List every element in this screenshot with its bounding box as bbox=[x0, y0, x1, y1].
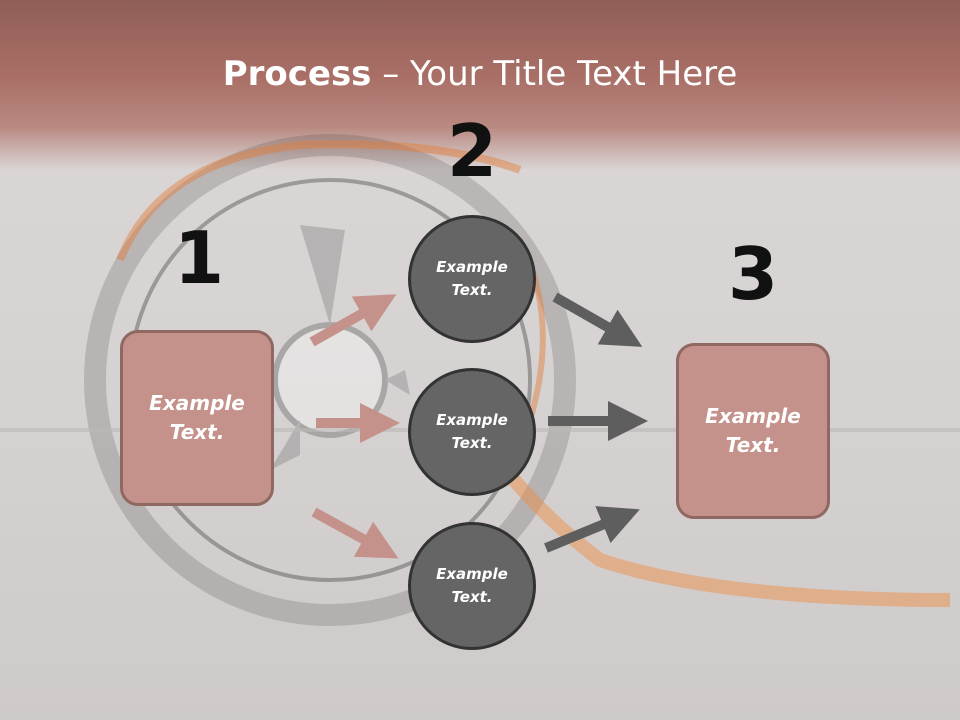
step-number-3: 3 bbox=[727, 232, 779, 316]
step-3-box[interactable]: Example Text. bbox=[676, 343, 830, 519]
step-2-circle-middle[interactable]: Example Text. bbox=[408, 368, 536, 496]
arrow-1-to-bottom bbox=[311, 507, 399, 559]
arrow-bottom-to-3 bbox=[544, 506, 640, 553]
step-1-box[interactable]: Example Text. bbox=[120, 330, 274, 506]
arrow-1-to-top bbox=[309, 294, 397, 347]
title-rest: – Your Title Text Here bbox=[371, 54, 738, 94]
arrow-top-to-3 bbox=[552, 292, 643, 347]
step-2-circle-top[interactable]: Example Text. bbox=[408, 215, 536, 343]
title-band bbox=[0, 0, 960, 170]
page-title: Process – Your Title Text Here bbox=[0, 52, 960, 96]
step-2-circle-bottom[interactable]: Example Text. bbox=[408, 522, 536, 650]
step-number-1: 1 bbox=[173, 216, 225, 300]
step-number-2: 2 bbox=[446, 109, 498, 193]
title-bold: Process bbox=[222, 54, 372, 94]
